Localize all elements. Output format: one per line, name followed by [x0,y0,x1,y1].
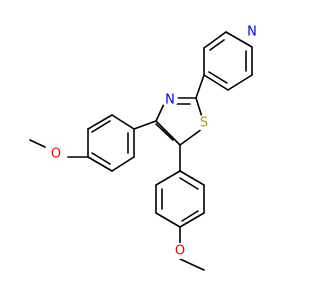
bond [203,31,227,49]
bond [179,128,203,146]
bonds [29,31,253,271]
atom-s-thiazole-label: S [200,116,208,131]
bond [29,139,46,148]
bond [179,177,199,190]
bond [155,120,181,146]
bond [179,170,205,186]
bond [155,170,181,186]
bond [87,156,113,172]
atom-n-thiazole-label: N [165,93,175,108]
bond [155,123,174,141]
bond [133,120,157,130]
atom-o-methoxy-left-label: O [51,147,61,162]
atom-n-pyridine: N [244,24,260,40]
bond [111,156,135,172]
bond [87,114,113,130]
bond [91,120,111,133]
atom-n-thiazole: N [162,92,178,108]
atom-s-thiazole: S [196,115,212,131]
bond [195,74,205,99]
atom-labels: N N S O O [48,24,260,259]
atom-o-methoxy-bottom: O [172,243,188,259]
bond [209,39,225,51]
bond [208,71,228,84]
bond [225,31,253,48]
bond [111,114,135,130]
atom-o-methoxy-left: O [48,146,64,162]
bond [179,212,205,228]
bond [195,97,203,118]
bond [181,210,199,222]
bond [203,74,229,91]
bond [155,103,165,122]
atom-o-methoxy-bottom-label: O [175,244,185,259]
molecule-diagram: N N S O O [29,24,260,271]
bond [179,258,205,271]
bond [155,212,181,228]
bond [227,74,253,91]
structure-canvas: N N S O O [29,24,260,271]
atom-n-pyridine-label: N [247,25,257,40]
bond [91,152,111,165]
